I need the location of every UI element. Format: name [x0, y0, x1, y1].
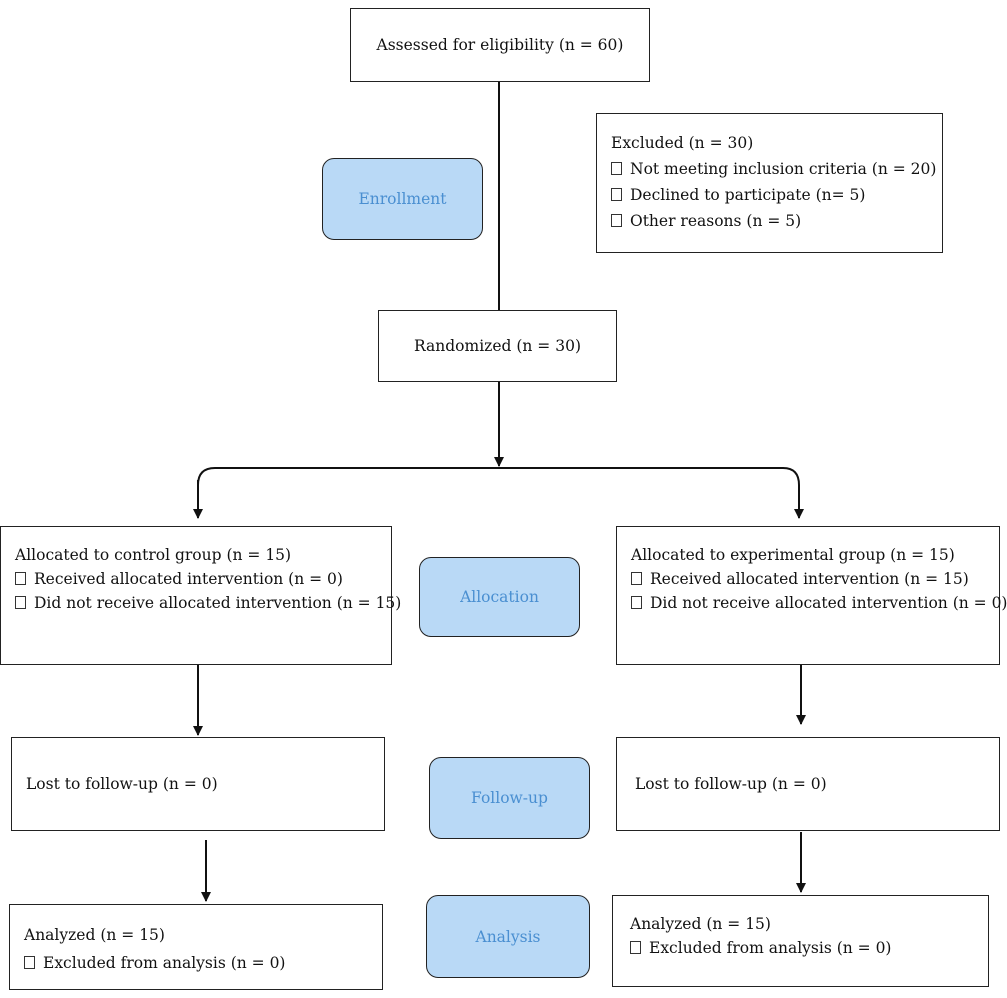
stage-analysis: Analysis	[426, 895, 590, 978]
stage-followup: Follow-up	[429, 757, 590, 839]
checkbox-bullet-icon	[631, 572, 642, 585]
excluded-item: Declined to participate (n= 5)	[611, 182, 942, 208]
control-received: Received allocated intervention (n = 0)	[15, 567, 391, 591]
checkbox-bullet-icon	[631, 596, 642, 609]
exp-lost-label: Lost to follow-up (n = 0)	[635, 775, 827, 793]
checkbox-bullet-icon	[15, 572, 26, 585]
stage-enrollment: Enrollment	[322, 158, 483, 240]
control-allocation-box: Allocated to control group (n = 15) Rece…	[0, 526, 401, 665]
excluded-box: Excluded (n = 30) Not meeting inclusion …	[596, 113, 943, 253]
exp-followup-box: Lost to follow-up (n = 0)	[616, 737, 1000, 831]
control-analyzed-title: Analyzed (n = 15)	[24, 926, 165, 944]
stage-followup-label: Follow-up	[471, 789, 548, 807]
randomized-box: Randomized (n = 30)	[378, 310, 617, 382]
exp-allocated-title: Allocated to experimental group (n = 15)	[631, 546, 955, 564]
control-followup-box: Lost to follow-up (n = 0)	[11, 737, 385, 831]
connector-split-bar	[197, 467, 804, 519]
checkbox-bullet-icon	[630, 941, 641, 954]
control-excluded-analysis: Excluded from analysis (n = 0)	[24, 949, 382, 977]
assessed-label: Assessed for eligibility (n = 60)	[376, 36, 624, 54]
control-lost-label: Lost to follow-up (n = 0)	[26, 775, 218, 793]
control-analysis-box: Analyzed (n = 15) Excluded from analysis…	[9, 904, 383, 990]
exp-excluded-analysis: Excluded from analysis (n = 0)	[630, 936, 988, 960]
checkbox-bullet-icon	[611, 214, 622, 227]
stage-enrollment-label: Enrollment	[358, 190, 447, 208]
exp-analysis-box: Analyzed (n = 15) Excluded from analysis…	[612, 895, 989, 987]
randomized-label: Randomized (n = 30)	[414, 337, 581, 355]
checkbox-bullet-icon	[24, 956, 35, 969]
stage-allocation: Allocation	[419, 557, 580, 637]
checkbox-bullet-icon	[15, 596, 26, 609]
exp-analyzed-title: Analyzed (n = 15)	[630, 915, 771, 933]
checkbox-bullet-icon	[611, 188, 622, 201]
checkbox-bullet-icon	[611, 162, 622, 175]
assessed-box: Assessed for eligibility (n = 60)	[350, 8, 650, 82]
control-not-received: Did not receive allocated intervention (…	[15, 591, 401, 615]
exp-allocation-box: Allocated to experimental group (n = 15)…	[616, 526, 1007, 665]
excluded-title: Excluded (n = 30)	[611, 134, 754, 152]
excluded-item: Not meeting inclusion criteria (n = 20)	[611, 156, 942, 182]
control-allocated-title: Allocated to control group (n = 15)	[15, 546, 292, 564]
exp-received: Received allocated intervention (n = 15)	[631, 567, 999, 591]
excluded-item: Other reasons (n = 5)	[611, 208, 942, 234]
stage-analysis-label: Analysis	[475, 927, 541, 946]
exp-not-received: Did not receive allocated intervention (…	[631, 591, 1007, 615]
stage-allocation-label: Allocation	[460, 588, 539, 606]
